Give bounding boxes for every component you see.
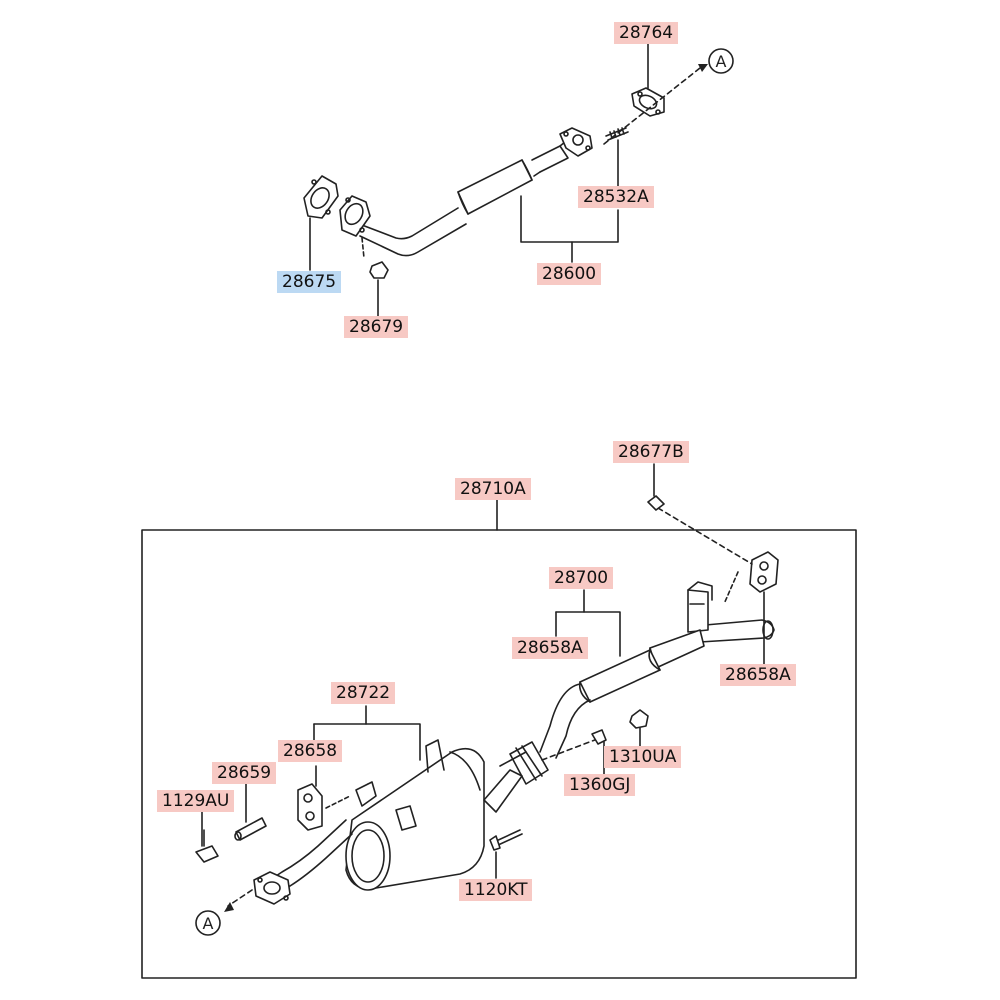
part-label-28658[interactable]: 28658 xyxy=(278,740,343,762)
stud-28532A-drawing xyxy=(605,127,629,141)
pipe-clamp-drawing xyxy=(509,709,649,785)
part-label-28532A[interactable]: 28532A xyxy=(578,186,654,208)
gasket-28764-drawing xyxy=(631,87,665,117)
part-label-28659[interactable]: 28659 xyxy=(212,762,277,784)
part-label-28658A-left[interactable]: 28658A xyxy=(512,637,588,659)
callout-a-top: A xyxy=(708,48,734,74)
part-label-28710A[interactable]: 28710A xyxy=(455,478,531,500)
muffler-28722-drawing xyxy=(345,739,527,891)
part-label-28658A-right[interactable]: 28658A xyxy=(720,664,796,686)
part-label-28700[interactable]: 28700 xyxy=(549,567,614,589)
part-label-28764[interactable]: 28764 xyxy=(614,22,679,44)
part-label-28677B[interactable]: 28677B xyxy=(613,441,689,463)
front-pipe-28600-drawing xyxy=(339,127,593,257)
assembly-28710A-frame xyxy=(141,529,857,979)
svg-text:A: A xyxy=(716,52,727,71)
part-label-28722[interactable]: 28722 xyxy=(331,682,396,704)
hanger-28658-drawing xyxy=(297,783,351,831)
part-label-28675[interactable]: 28675 xyxy=(277,271,342,293)
tail-pipe-drawing xyxy=(224,819,353,912)
svg-text:A: A xyxy=(203,914,214,933)
gasket-28675-drawing xyxy=(303,175,339,219)
callout-a-bottom: A xyxy=(195,910,221,936)
center-pipe-28700-drawing xyxy=(539,581,775,759)
part-label-28679[interactable]: 28679 xyxy=(344,316,409,338)
bolt-1120KT-drawing xyxy=(489,829,523,851)
pin-28659-drawing xyxy=(234,817,267,841)
part-label-1360GJ[interactable]: 1360GJ xyxy=(564,774,636,796)
hanger-28658A-right-drawing xyxy=(647,495,779,605)
nut-28679-drawing xyxy=(361,237,389,279)
part-label-1129AU[interactable]: 1129AU xyxy=(157,790,235,812)
part-label-1310UA[interactable]: 1310UA xyxy=(604,746,682,768)
bolt-1129AU-drawing xyxy=(195,829,219,863)
part-label-28600[interactable]: 28600 xyxy=(537,263,602,285)
part-label-1120KT[interactable]: 1120KT xyxy=(459,879,533,901)
